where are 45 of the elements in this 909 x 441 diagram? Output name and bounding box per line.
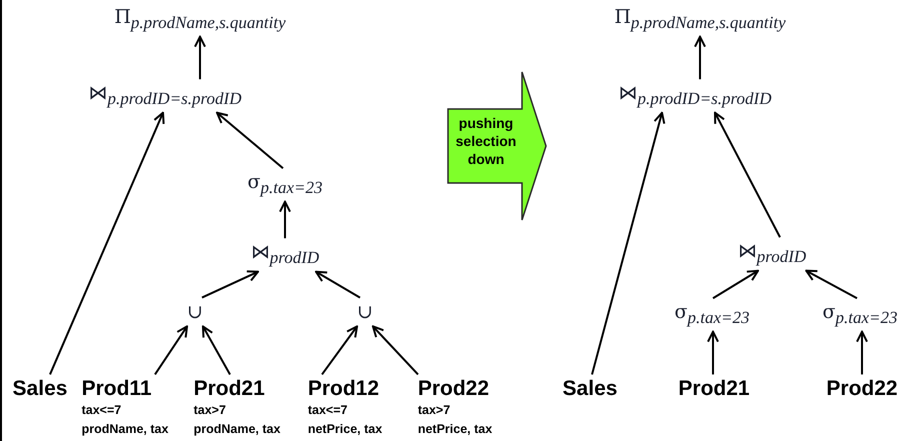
relation-name: Prod22 [418,377,490,401]
arrow-label: pushing selection down [454,114,518,169]
operator-expression: ∪ [187,300,203,324]
arrow [279,200,291,238]
fragment-note: tax>7 [194,402,227,419]
arrow [591,112,666,375]
arrow [694,36,706,80]
arrow [216,112,284,170]
fragment-note: tax<=7 [308,402,348,419]
arrow [372,325,419,376]
operator-expression: ⋈$_{prodID}$ [738,240,806,268]
arrow [202,270,259,298]
operator-expression: Π$_{p.prodName,s.quantity}$ [114,6,286,34]
operator-expression: Π$_{p.prodName,s.quantity}$ [614,6,786,34]
arrow [856,330,868,374]
operator-expression: ⋈$_{p.prodID=s.prodID}$ [88,82,242,110]
arrow [321,325,358,376]
arrow [202,325,231,375]
arrow [49,112,165,375]
relation-name: Prod11 [82,377,153,401]
relation-name: Prod12 [308,377,380,401]
operator-expression: ⋈$_{p.prodID=s.prodID}$ [618,82,772,110]
arrow [194,36,206,80]
relation-name: Sales [562,377,618,401]
arrow [712,270,759,300]
arrow [154,325,188,375]
fragment-note: netPrice, tax [308,420,382,438]
relation-name: Sales [12,377,68,401]
operator-expression: ⋈$_{prodID}$ [250,241,320,269]
operator-expression: σ$_{p.tax=23}$ [674,301,750,329]
relation-name: Prod22 [826,377,898,401]
fragment-note: tax>7 [418,402,452,419]
fragment-note: tax<=7 [82,402,122,419]
relation-name: Prod21 [678,377,750,401]
arrow [315,270,360,298]
fragment-note: prodName, tax [194,420,280,438]
fragment-note: prodName, tax [82,420,168,438]
arrow [707,330,719,374]
arrow [805,270,858,300]
operator-expression: σ$_{p.tax=23}$ [822,301,898,329]
relation-name: Prod21 [194,377,266,401]
arrow [714,112,781,238]
operator-expression: ∪ [357,300,373,324]
fragment-note: netPrice, tax [418,420,492,438]
operator-expression: σ$_{p.tax=23}$ [248,171,322,199]
